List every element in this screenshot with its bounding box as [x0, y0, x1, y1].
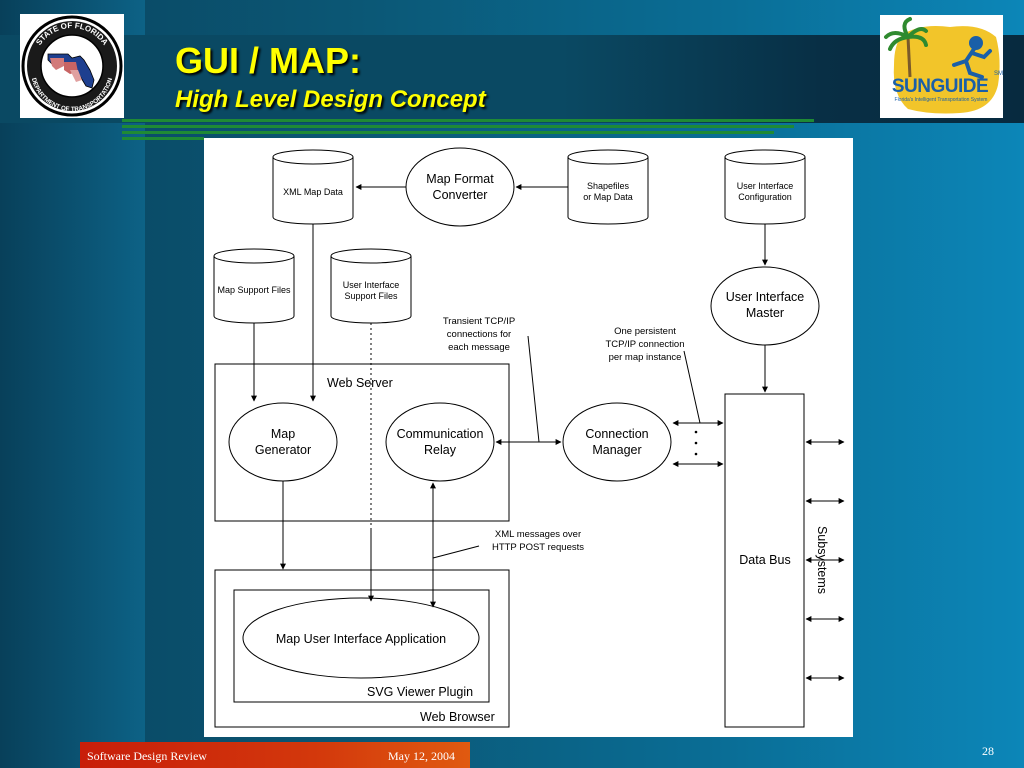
sunguide-logo: SUNGUIDE SM Florida's Intelligent Transp… [880, 15, 1003, 118]
transient-note-1: Transient TCP/IP [443, 316, 515, 327]
ellipsis-dots [694, 430, 698, 456]
ui-support-label-2: Support Files [344, 291, 398, 301]
map-support-files-store [213, 248, 295, 324]
map-format-label-2: Converter [433, 188, 488, 202]
web-server-label: Web Server [327, 376, 393, 390]
ui-master-label-1: User Interface [726, 290, 805, 304]
xml-map-data-label: XML Map Data [283, 187, 343, 197]
ui-support-files-store [330, 248, 412, 324]
xml-messages-note-1: XML messages over [495, 529, 581, 540]
footer-presentation-title: Software Design Review [87, 749, 207, 763]
fdot-seal-icon: STATE OF FLORIDA DEPARTMENT OF TRANSPORT… [21, 15, 123, 117]
ui-config-label-1: User Interface [737, 181, 794, 191]
slide-subtitle: High Level Design Concept [175, 86, 486, 113]
comm-relay-label-1: Communication [397, 427, 484, 441]
left-accent-band [0, 0, 145, 768]
sunguide-sun-palm-icon: SUNGUIDE SM Florida's Intelligent Transp… [884, 17, 1003, 114]
shapefiles-label-2: or Map Data [583, 192, 633, 202]
connection-manager-node [562, 402, 672, 482]
data-bus-box [724, 393, 805, 728]
comm-relay-label-2: Relay [424, 443, 457, 457]
divider-line [122, 119, 814, 122]
footer-bar [80, 742, 470, 768]
web-browser-label: Web Browser [420, 710, 495, 724]
sunguide-mark: SM [994, 71, 1003, 77]
transient-note-3: each message [448, 342, 510, 353]
footer-date: May 12, 2004 [388, 749, 455, 763]
subsystems-label: Subsystems [815, 526, 829, 594]
transient-note-2: connections for [447, 329, 511, 340]
shapefiles-store [567, 149, 649, 225]
data-bus-label: Data Bus [739, 553, 790, 567]
map-generator-label-2: Generator [255, 443, 311, 457]
svg-viewer-box [233, 589, 490, 703]
divider-line [122, 137, 204, 140]
ui-configuration-store [724, 149, 806, 225]
divider-line [122, 125, 794, 128]
web-browser-box [214, 569, 510, 728]
divider-line [122, 131, 774, 134]
shapefiles-label-1: Shapefiles [587, 181, 630, 191]
svg-viewer-label: SVG Viewer Plugin [367, 685, 473, 699]
connection-manager-label-1: Connection [585, 427, 648, 441]
slide-title: GUI / MAP: [175, 40, 361, 81]
architecture-diagram: XML Map Data Shapefiles or Map Data User… [204, 138, 853, 737]
connection-manager-label-2: Manager [592, 443, 641, 457]
persistent-note-2: TCP/IP connection [605, 339, 684, 350]
map-format-label-1: Map Format [426, 172, 494, 186]
ui-support-label-1: User Interface [343, 280, 400, 290]
ui-master-label-2: Master [746, 306, 784, 320]
page-number: 28 [982, 744, 994, 758]
map-generator-label-1: Map [271, 427, 295, 441]
communication-relay-node [385, 402, 495, 482]
map-generator-node [228, 402, 338, 482]
persistent-note-3: per map instance [609, 352, 682, 363]
header-band [0, 35, 1024, 123]
sunguide-tagline: Florida's Intelligent Transportation Sys… [895, 97, 988, 103]
xml-map-data-store [272, 149, 354, 225]
persistent-note-1: One persistent [614, 326, 676, 337]
map-ui-app-label: Map User Interface Application [276, 632, 446, 646]
map-support-label: Map Support Files [217, 285, 291, 295]
ui-config-label-2: Configuration [738, 192, 792, 202]
fdot-logo: STATE OF FLORIDA DEPARTMENT OF TRANSPORT… [20, 14, 124, 118]
xml-messages-note-2: HTTP POST requests [492, 542, 584, 553]
sunguide-name: SUNGUIDE [892, 76, 988, 97]
map-ui-application-node [242, 597, 480, 679]
map-format-converter-node [405, 147, 515, 227]
